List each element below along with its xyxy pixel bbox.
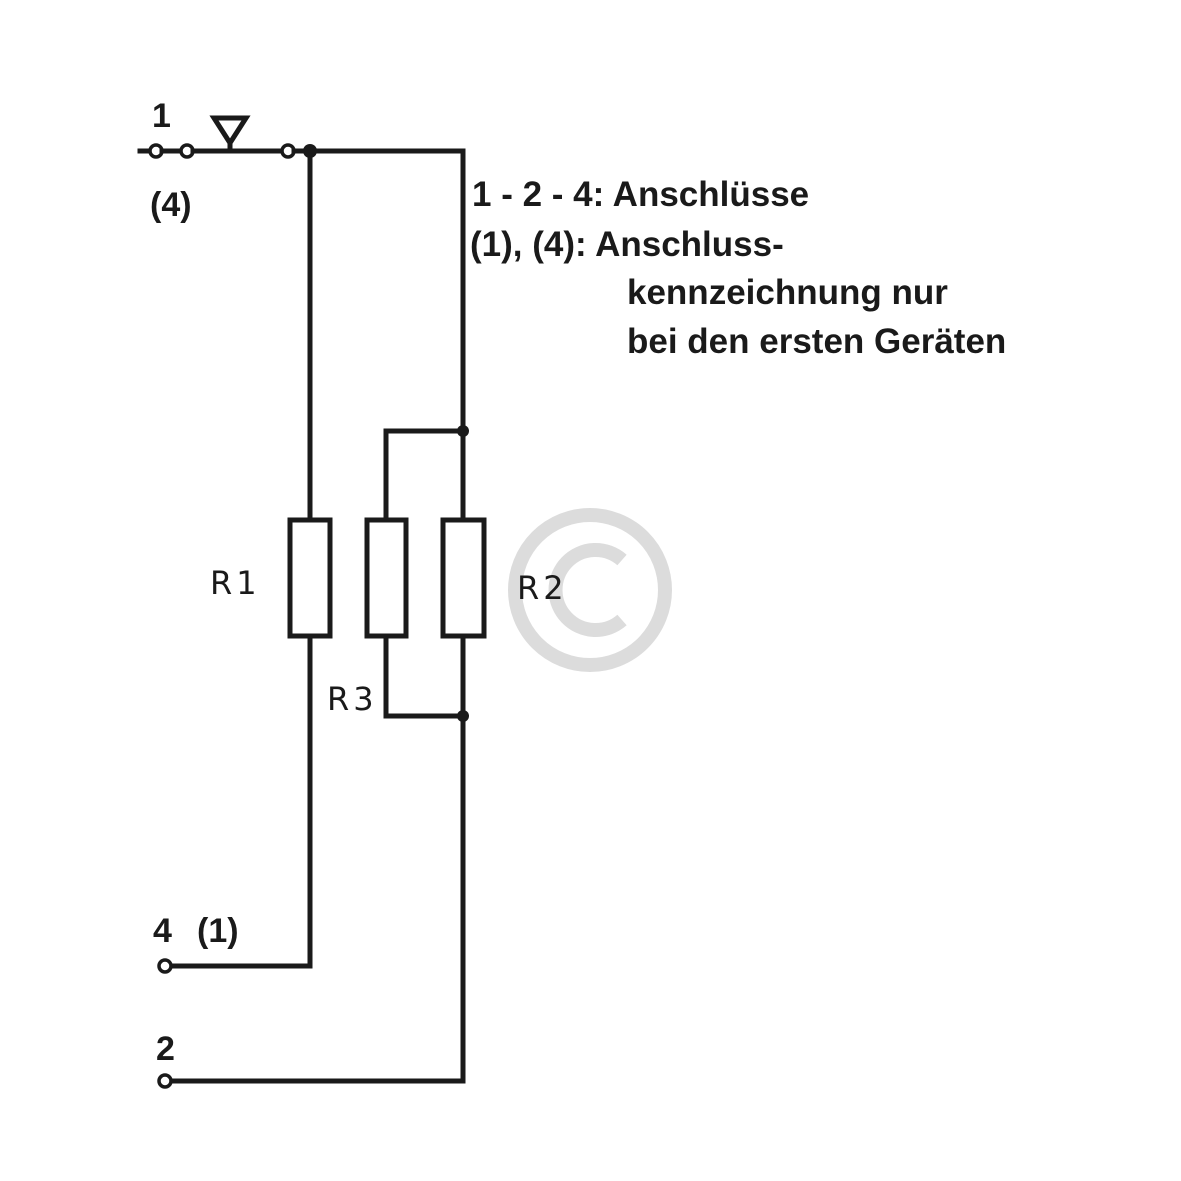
- note-line-4: bei den ersten Geräten: [627, 322, 1006, 361]
- note-line-3: kennzeichnung nur: [627, 273, 948, 312]
- thermal-symbol-icon: [209, 115, 251, 148]
- terminal-2: [157, 1073, 173, 1089]
- note-line-1: 1 - 2 - 4: Anschlüsse: [472, 175, 809, 214]
- terminal-4-alt-label: (1): [197, 912, 239, 950]
- terminal-1-label: 1: [152, 97, 171, 135]
- resistor-r3: [364, 517, 409, 639]
- resistor-r2: [440, 517, 487, 639]
- terminal-4: [157, 958, 173, 974]
- r1-label: R1: [210, 564, 261, 602]
- junction-r3-bottom: [457, 710, 469, 722]
- terminal-4-label: 4: [153, 912, 172, 950]
- note-line-2: (1), (4): Anschluss-: [470, 225, 784, 264]
- r3-label: R3: [327, 680, 378, 718]
- terminal-2-label: 2: [156, 1030, 175, 1068]
- junctions: [303, 144, 469, 722]
- junction-r3-top: [457, 425, 469, 437]
- terminal-1-alt-label: (4): [150, 186, 192, 224]
- resistor-r1: [287, 517, 333, 639]
- junction-top: [303, 144, 317, 158]
- copyright-icon: [508, 508, 672, 672]
- r2-label: R2: [517, 569, 568, 607]
